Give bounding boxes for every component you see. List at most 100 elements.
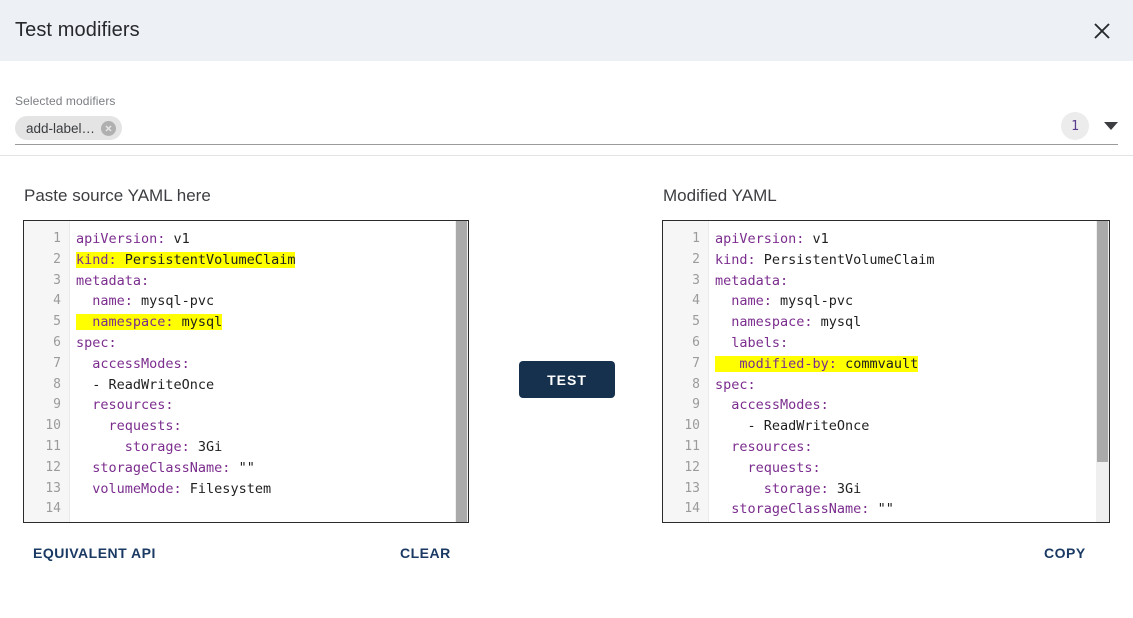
code-line: resources: [715, 437, 1109, 458]
test-button[interactable]: TEST [519, 361, 615, 398]
code-segment [76, 314, 93, 331]
line-number: 8 [692, 376, 700, 392]
code-line: apiVersion: v1 [76, 229, 468, 250]
code-line: apiVersion: v1 [715, 229, 1109, 250]
code-segment: 3Gi [828, 480, 862, 497]
line-number: 9 [692, 397, 700, 413]
code-segment: accessModes: [715, 397, 829, 414]
code-segment: spec: [76, 334, 117, 351]
code-line: modified-by: commvault [715, 354, 1109, 375]
modifier-chip-label: add-label… [26, 120, 96, 136]
line-number: 2 [53, 251, 61, 267]
line-number: 4 [53, 293, 61, 309]
code-segment: commvault [836, 355, 919, 372]
code-line: storage: 3Gi [76, 437, 468, 458]
line-number: 6 [692, 334, 700, 350]
modifier-chip[interactable]: add-label… [15, 116, 123, 140]
chevron-down-icon[interactable] [1103, 119, 1119, 133]
code-segment: resources: [76, 397, 174, 414]
code-segment: v1 [165, 231, 190, 247]
code-line: metadata: [715, 271, 1109, 292]
source-yaml-scrollbar-thumb[interactable] [456, 221, 467, 522]
code-segment: storage: [715, 480, 829, 497]
line-number: 3 [53, 272, 61, 288]
code-line: requests: [76, 416, 468, 437]
code-segment: requests: [76, 418, 182, 435]
field-underline [15, 144, 1118, 145]
code-segment: Filesystem [181, 480, 272, 497]
line-number: 5 [53, 314, 61, 330]
close-icon[interactable] [1083, 12, 1121, 50]
code-segment: mysql [812, 314, 862, 331]
code-line: metadata: [76, 271, 468, 292]
code-segment: modified-by: [739, 355, 837, 372]
line-number: 5 [692, 314, 700, 330]
selected-modifiers-label: Selected modifiers [15, 94, 116, 108]
code-line: accessModes: [76, 354, 468, 375]
line-number: 3 [692, 272, 700, 288]
code-line: name: mysql-pvc [715, 291, 1109, 312]
clear-button[interactable]: CLEAR [400, 545, 451, 561]
code-segment: accessModes: [76, 355, 190, 372]
line-number: 7 [692, 355, 700, 371]
code-segment: kind: [76, 251, 117, 268]
code-line: labels: [715, 333, 1109, 354]
copy-button[interactable]: COPY [1044, 545, 1086, 561]
code-line: storageClassName: "" [76, 458, 468, 479]
remove-chip-icon[interactable] [101, 120, 117, 136]
code-segment: storageClassName: [715, 501, 870, 518]
line-number: 10 [684, 418, 700, 434]
code-segment: labels: [715, 334, 789, 351]
line-number: 2 [692, 251, 700, 267]
line-number: 1 [53, 231, 61, 246]
code-segment: PersistentVolumeClaim [116, 251, 296, 268]
line-number: 7 [53, 355, 61, 371]
line-number: 11 [684, 438, 700, 454]
code-line: - ReadWriteOnce [76, 375, 468, 396]
dialog-header: Test modifiers [0, 0, 1133, 61]
code-line: requests: [715, 458, 1109, 479]
code-segment: volumeMode: [76, 480, 182, 497]
modified-yaml-scrollbar[interactable] [1096, 221, 1109, 522]
code-line: storageClassName: "" [715, 499, 1109, 520]
line-number: 6 [53, 334, 61, 350]
code-segment: requests: [715, 459, 821, 476]
code-segment: "" [230, 459, 255, 476]
code-segment: "" [869, 501, 894, 518]
code-segment: storage: [76, 438, 190, 455]
code-segment: storageClassName: [76, 459, 231, 476]
page-title: Test modifiers [15, 19, 140, 41]
modified-yaml-title: Modified YAML [663, 186, 777, 205]
code-line: - ReadWriteOnce [715, 416, 1109, 437]
selected-modifiers-field: Selected modifiers add-label… 1 [0, 61, 1133, 155]
line-number: 1 [692, 231, 700, 246]
code-line: accessModes: [715, 395, 1109, 416]
code-segment: namespace: [715, 314, 813, 331]
code-segment: name: [76, 293, 133, 310]
selected-modifiers-chip-row: add-label… [15, 114, 1118, 142]
equivalent-api-button[interactable]: EQUIVALENT API [33, 545, 156, 561]
code-line: storage: 3Gi [715, 479, 1109, 500]
code-line: resources: [76, 395, 468, 416]
code-line: kind: PersistentVolumeClaim [715, 250, 1109, 271]
line-number: 13 [45, 480, 61, 496]
code-line: spec: [715, 375, 1109, 396]
code-segment: - ReadWriteOnce [76, 376, 215, 393]
modified-yaml-scrollbar-thumb[interactable] [1097, 221, 1108, 462]
source-yaml-scrollbar[interactable] [455, 221, 468, 522]
code-segment: mysql-pvc [771, 293, 854, 310]
code-segment: 3Gi [189, 438, 223, 455]
code-segment: kind: [715, 251, 756, 268]
code-segment: apiVersion: [715, 231, 805, 247]
code-segment: PersistentVolumeClaim [755, 251, 935, 268]
code-segment: namespace: [92, 314, 174, 331]
line-number: 14 [684, 501, 700, 517]
code-segment: spec: [715, 376, 756, 393]
line-number: 11 [45, 438, 61, 454]
